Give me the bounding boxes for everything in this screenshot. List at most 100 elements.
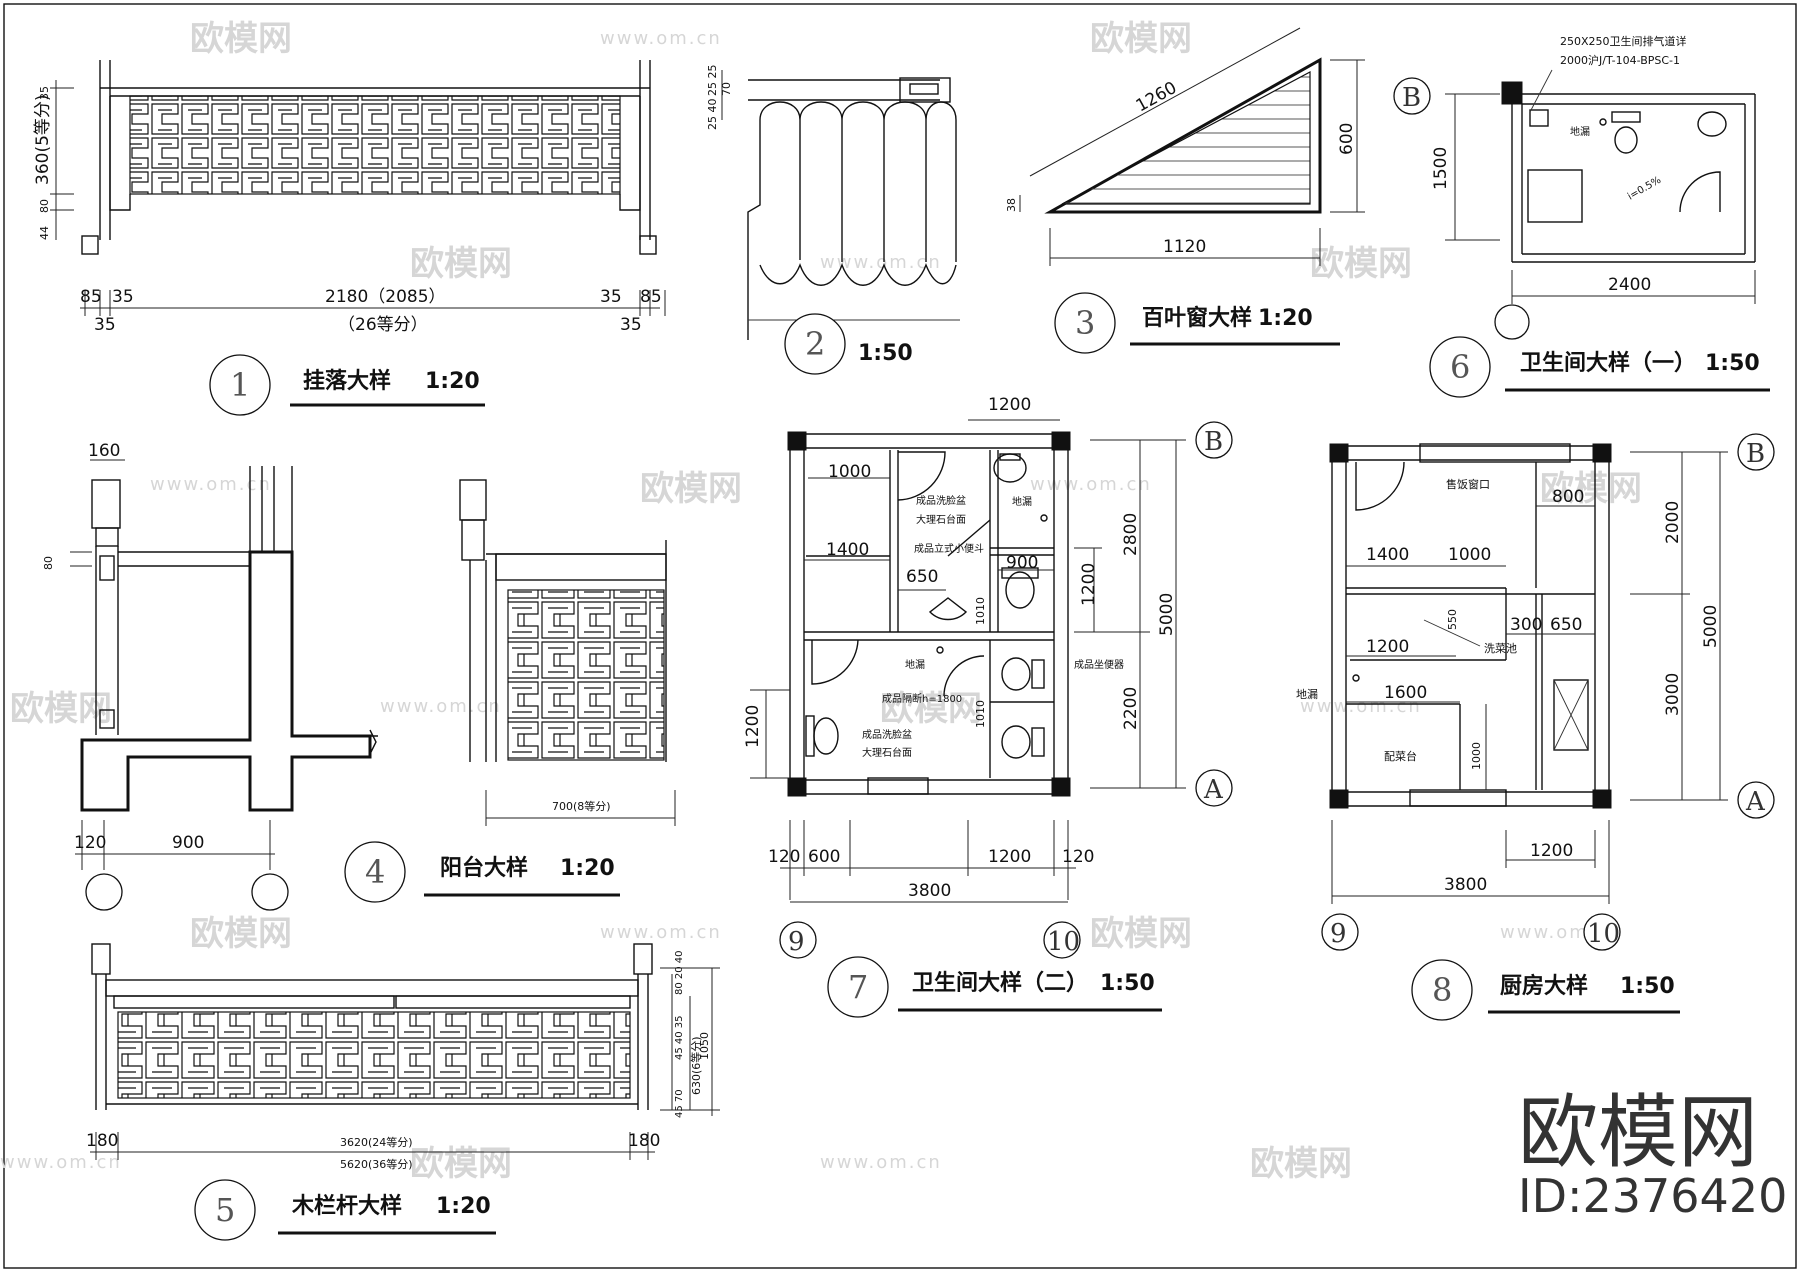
- dim-label: 1200: [743, 705, 763, 748]
- dim-label: 900: [1006, 553, 1038, 573]
- axis-label: 10: [1047, 927, 1080, 957]
- grid-label: A: [1203, 775, 1224, 805]
- dim-label: 5000: [1701, 605, 1721, 648]
- note-text: 地漏: [1570, 125, 1590, 138]
- dim-label: 70: [720, 82, 733, 96]
- watermark-url: www.om.cn: [600, 28, 722, 49]
- note-text: 大理石台面: [916, 513, 966, 526]
- dim-label: 600: [808, 847, 840, 867]
- detail-title: 木栏杆大样: [291, 1193, 402, 1219]
- detail-3-louver-window: 1260 600 1120 38 3 百叶窗大样 1:20: [1005, 27, 1365, 354]
- note-text: 地漏: [1012, 495, 1032, 508]
- detail-number-bubble: [1429, 336, 1491, 398]
- detail-scale: 1:50: [1620, 974, 1675, 999]
- grid-label: B: [1204, 427, 1223, 457]
- dim-label: 35: [112, 287, 134, 307]
- dim-label: 1000: [828, 462, 871, 482]
- dim-label: 120: [768, 847, 800, 867]
- detail-title: 挂落大样: [303, 368, 391, 394]
- detail-number: 4: [365, 853, 385, 891]
- dim-label: 35: [620, 315, 642, 335]
- dim-label: 45 40 35: [674, 1015, 685, 1060]
- note-text: 250X250卫生间排气道详: [1560, 34, 1687, 48]
- watermark-brand: 欧模网: [190, 19, 292, 59]
- dim-label: 25 25: [706, 65, 719, 97]
- watermark-brand: 欧模网: [1090, 914, 1192, 954]
- dim-label: 650: [906, 567, 938, 587]
- detail-number: 7: [848, 968, 868, 1006]
- watermark-brand: 欧模网: [1090, 19, 1192, 59]
- watermark-url: www.om.cn: [0, 1152, 122, 1173]
- dim-label: 180: [86, 1131, 118, 1151]
- dim-label: 80: [38, 199, 51, 213]
- detail-scale: 1:20: [436, 1194, 491, 1219]
- detail-title: 百叶窗大样: [1142, 305, 1252, 331]
- brand-id: ID:2376420: [1518, 1169, 1787, 1223]
- grid-bubble: [251, 873, 289, 911]
- watermark-url: www.om.cn: [150, 474, 272, 495]
- dim-label: 800: [1552, 487, 1584, 507]
- detail-number: 5: [215, 1191, 235, 1229]
- dim-label: 1050: [698, 1032, 711, 1060]
- detail-scale: 1:50: [1705, 351, 1760, 376]
- detail-scale: 1:50: [1100, 971, 1155, 996]
- detail-number-bubble: [784, 313, 846, 375]
- watermark-url: www.om.cn: [820, 252, 942, 273]
- dim-label: 2180（2085）: [325, 287, 446, 307]
- detail-number: 8: [1432, 971, 1452, 1009]
- dim-label: 35: [94, 315, 116, 335]
- dim-label: 1000: [1470, 742, 1483, 770]
- detail-title: 阳台大样: [440, 855, 528, 881]
- dim-label: 44: [38, 226, 51, 240]
- dim-label: 160: [88, 441, 120, 461]
- watermark-url: www.om.cn: [380, 696, 502, 717]
- grid-bubble: [1195, 769, 1233, 807]
- dim-label: 2200: [1121, 687, 1141, 730]
- dim-label: 80 20 40: [674, 950, 685, 995]
- sheet-border: [3, 3, 1797, 1269]
- dim-label: 1400: [1366, 545, 1409, 565]
- dim-label: （26等分）: [338, 315, 428, 335]
- detail-5-wooden-railing: 180 180 3620(24等分) 5620(36等分) 80 20 40 4…: [86, 943, 720, 1241]
- detail-scale: 1:20: [425, 369, 480, 394]
- note-text: 成品立式小便斗: [914, 542, 984, 555]
- detail-number-bubble: [1054, 292, 1116, 354]
- dim-label: 1600: [1384, 683, 1427, 703]
- dim-label: 600: [1337, 123, 1357, 155]
- axis-bubble: [1583, 913, 1621, 951]
- note-text: 售饭窗口: [1446, 477, 1490, 491]
- dim-label: 3000: [1663, 673, 1683, 716]
- note-text: 成品洗脸盆: [862, 728, 912, 741]
- detail-number-bubble: [209, 354, 271, 416]
- detail-scale: 1:20: [560, 856, 615, 881]
- note-text: 大理石台面: [862, 746, 912, 759]
- detail-title: 厨房大样: [1500, 973, 1588, 999]
- grid-label: A: [1745, 787, 1766, 817]
- dim-label: 3800: [908, 881, 951, 901]
- detail-number: 6: [1450, 348, 1470, 386]
- note-text: 洗菜池: [1484, 642, 1517, 655]
- dim-label: 120: [74, 833, 106, 853]
- detail-6-toilet-plan-one: B 地漏 i=0.5% 250X250卫生间排气道详 2000沪J/T-104-…: [1393, 34, 1770, 398]
- detail-number: 3: [1075, 304, 1095, 342]
- dim-label: 35: [38, 86, 51, 100]
- dim-label: 180: [628, 1131, 660, 1151]
- dim-label: 1400: [826, 540, 869, 560]
- detail-number-bubble: [194, 1179, 256, 1241]
- dim-label: 2800: [1121, 513, 1141, 556]
- dim-label: 2400: [1608, 275, 1651, 295]
- watermark-brand: 欧模网: [190, 914, 292, 954]
- watermark-url: www.om.cn: [1030, 474, 1152, 495]
- detail-number: 1: [230, 366, 250, 404]
- dim-label: 45 70: [674, 1089, 685, 1118]
- note-text: 配菜台: [1384, 749, 1417, 763]
- dim-label: 3620(24等分): [340, 1135, 413, 1149]
- dim-label: 550: [1446, 609, 1459, 630]
- dim-label: 85: [640, 287, 662, 307]
- dim-label: 700(8等分): [552, 799, 611, 813]
- grid-bubble: [1494, 304, 1530, 340]
- watermark-brand: 欧模网: [1310, 244, 1412, 284]
- dim-label: 1200: [1530, 841, 1573, 861]
- watermark-brand: 欧模网: [410, 244, 512, 284]
